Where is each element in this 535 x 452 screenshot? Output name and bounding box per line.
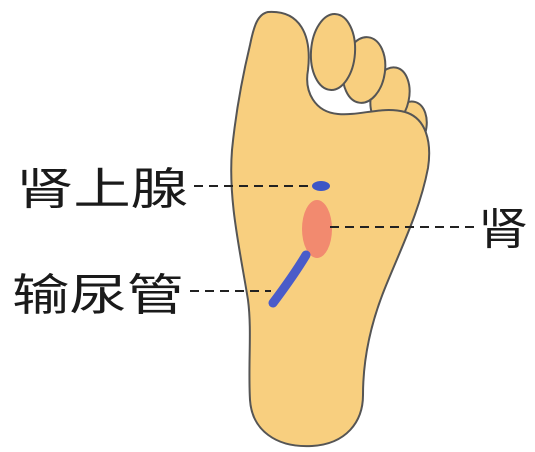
adrenal-label: 肾上腺: [16, 164, 188, 215]
ureter-label: 输尿管: [12, 270, 184, 321]
second-toe: [309, 13, 357, 91]
adrenal-gland-zone: [312, 181, 330, 191]
kidney-zone: [302, 200, 332, 258]
kidney-label: 肾: [478, 204, 528, 255]
ureter-zone: [268, 250, 311, 308]
